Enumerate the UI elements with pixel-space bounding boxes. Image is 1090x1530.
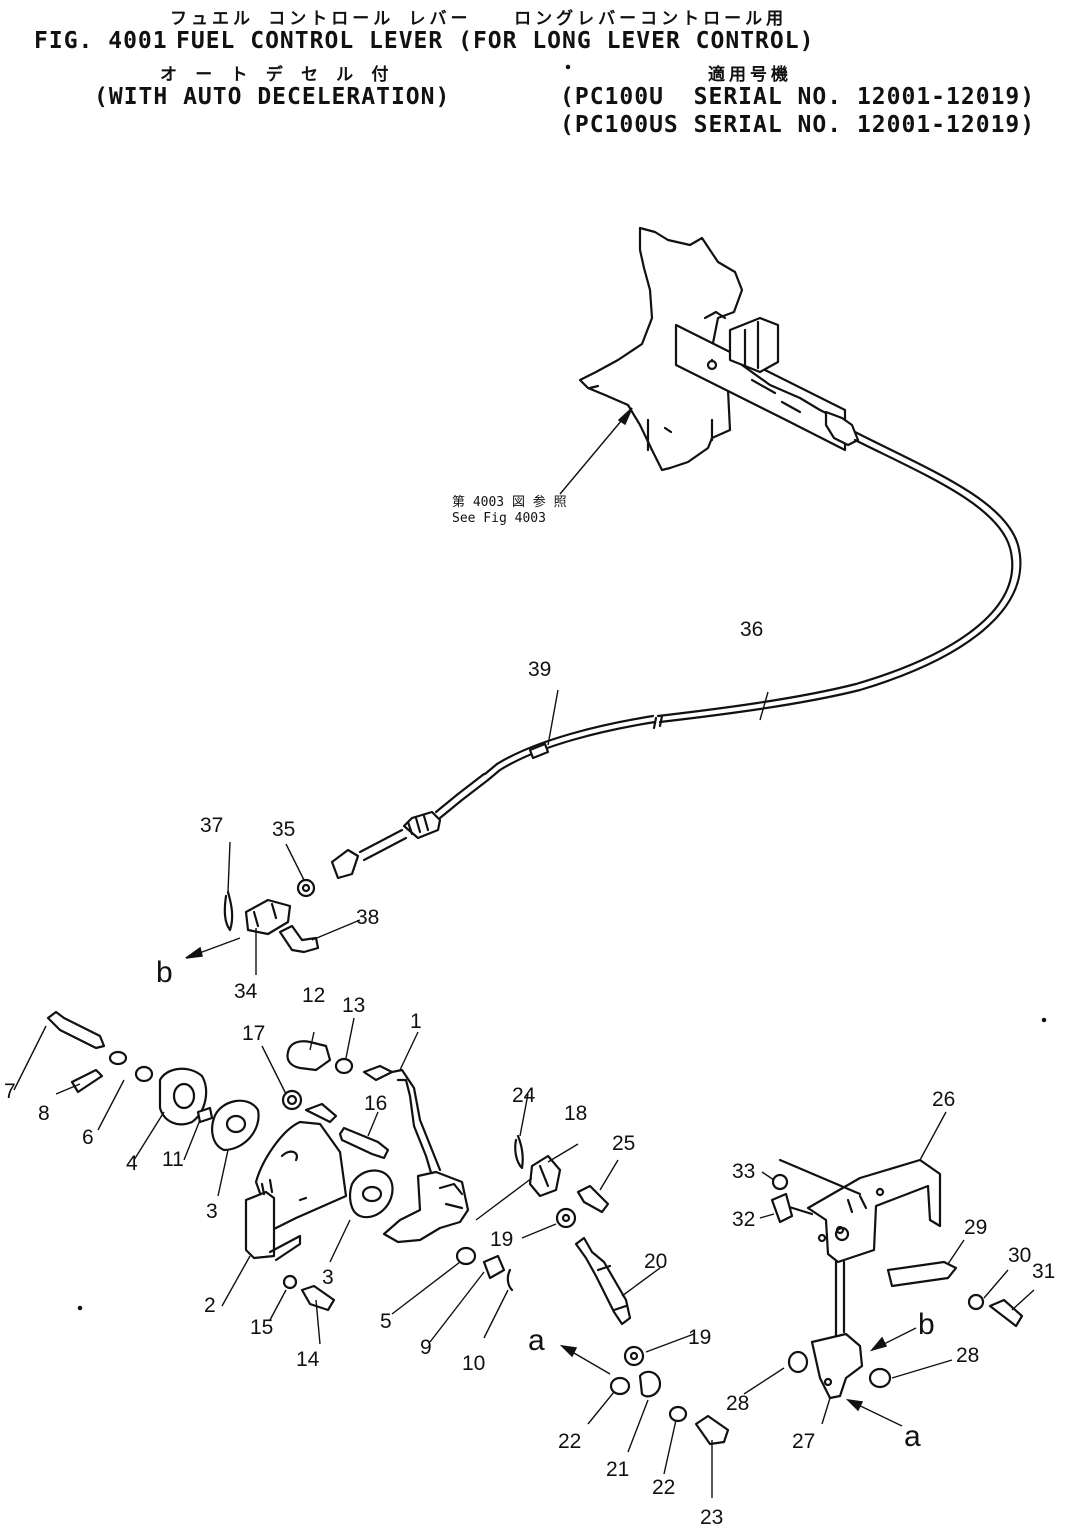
connection-mark-a: a <box>528 1324 545 1357</box>
callout-25: 25 <box>612 1132 635 1155</box>
callout-31: 31 <box>1032 1260 1055 1283</box>
connection-arrows <box>185 937 917 1427</box>
callout-13: 13 <box>342 994 365 1017</box>
control-cable <box>330 430 1022 880</box>
serial-range-pc100us: (PC100US SERIAL NO. 12001-12019) <box>560 112 1036 138</box>
callout-21: 21 <box>606 1458 629 1481</box>
callout-12: 12 <box>302 984 325 1007</box>
callout-6: 6 <box>82 1126 94 1149</box>
reference-english: See Fig 4003 <box>452 511 546 526</box>
callout-23: 23 <box>700 1506 723 1529</box>
callout-18: 18 <box>564 1102 587 1125</box>
callout-32: 32 <box>732 1208 755 1231</box>
callout-16: 16 <box>364 1092 387 1115</box>
callout-28: 28 <box>726 1392 749 1415</box>
callout-1: 1 <box>410 1010 422 1033</box>
callout-3-second: 3 <box>322 1266 334 1289</box>
callout-17: 17 <box>242 1022 265 1045</box>
lever-assembly <box>46 1010 514 1312</box>
figure-title: FUEL CONTROL LEVER (FOR LONG LEVER CONTR… <box>176 28 815 54</box>
callout-leaders <box>13 689 1035 1498</box>
callout-8: 8 <box>38 1102 50 1125</box>
callout-34: 34 <box>234 980 258 1003</box>
reference-japanese: 第 4003 図 参 照 <box>452 494 567 510</box>
callout-22-second: 22 <box>652 1476 675 1499</box>
title-japanese: フュエル コントロール レバー ロングレバーコントロール用 <box>170 9 788 29</box>
callout-37: 37 <box>200 814 223 837</box>
callout-27: 27 <box>792 1430 815 1453</box>
connection-mark-b-second: b <box>918 1308 935 1341</box>
callout-10: 10 <box>462 1352 485 1375</box>
callout-19: 19 <box>490 1228 513 1251</box>
scan-specks <box>77 64 1047 1311</box>
callout-22: 22 <box>558 1430 581 1453</box>
part-number-callouts: 1 2 3 3 4 5 6 7 8 9 10 11 12 13 14 15 16… <box>4 618 1055 1529</box>
callout-30: 30 <box>1008 1244 1031 1267</box>
connection-mark-a-second: a <box>904 1420 921 1453</box>
callout-2: 2 <box>204 1294 216 1317</box>
connection-letters: a a b b <box>156 956 935 1453</box>
callout-35: 35 <box>272 818 295 841</box>
callout-39: 39 <box>528 658 551 681</box>
callout-36: 36 <box>740 618 763 641</box>
callout-4: 4 <box>126 1152 138 1175</box>
figure-number: FIG. 4001 <box>34 28 168 54</box>
callout-15: 15 <box>250 1316 273 1339</box>
callout-19-second: 19 <box>688 1326 711 1349</box>
callout-28-second: 28 <box>956 1344 979 1367</box>
subtitle-japanese: オ ー ト デ セ ル 付 <box>160 65 393 85</box>
callout-26: 26 <box>932 1088 955 1111</box>
callout-24: 24 <box>512 1084 536 1107</box>
callout-9: 9 <box>420 1336 432 1359</box>
connection-mark-b: b <box>156 956 173 989</box>
applicable-models-japanese: 適用号機 <box>708 65 792 85</box>
callout-33: 33 <box>732 1160 755 1183</box>
callout-3: 3 <box>206 1200 218 1223</box>
callout-20: 20 <box>644 1250 667 1273</box>
serial-range-pc100u: (PC100U SERIAL NO. 12001-12019) <box>560 84 1036 110</box>
callout-38: 38 <box>356 906 379 929</box>
callout-14: 14 <box>296 1348 320 1371</box>
cable-end-parts <box>223 878 320 954</box>
see-figure-4003-note: 第 4003 図 参 照 See Fig 4003 <box>452 407 633 526</box>
right-bracket-assembly <box>770 1158 1024 1400</box>
callout-5: 5 <box>380 1310 392 1333</box>
link-rod-assembly <box>514 1134 730 1446</box>
upper-bracket-assembly <box>578 226 860 472</box>
callout-7: 7 <box>4 1080 16 1103</box>
callout-29: 29 <box>964 1216 987 1239</box>
figure-subtitle: (WITH AUTO DECELERATION) <box>94 84 451 110</box>
callout-11: 11 <box>162 1148 184 1171</box>
